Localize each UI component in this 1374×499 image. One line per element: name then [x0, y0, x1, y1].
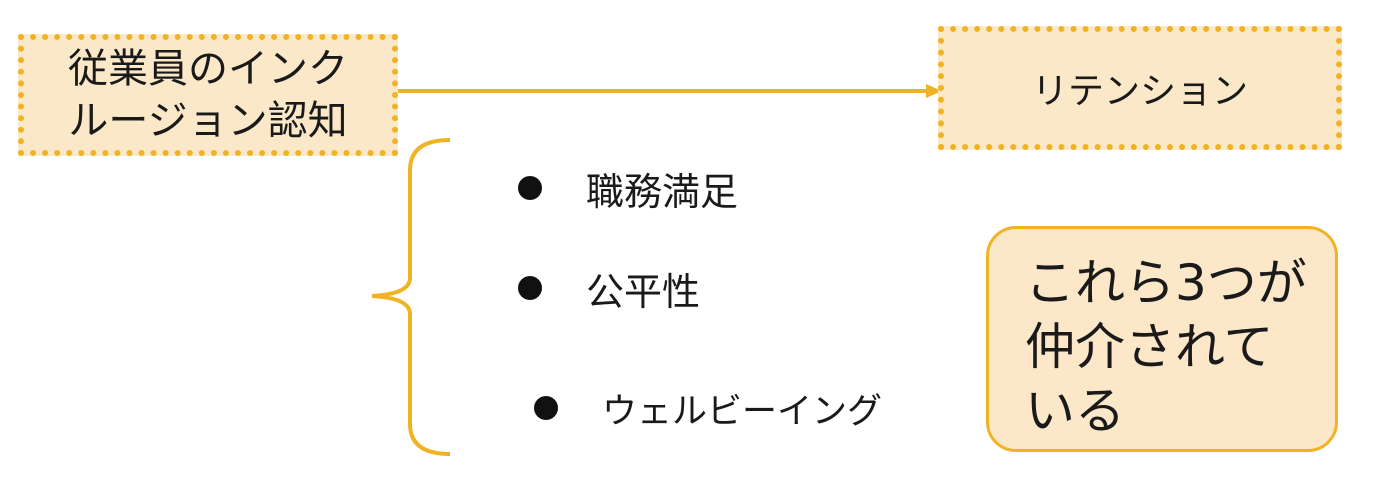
- mediator-label: ウェルビーイング: [602, 391, 883, 432]
- source-box-line-2: ルージョン認知: [68, 98, 348, 144]
- mediator-label: 公平性: [586, 269, 701, 314]
- bullet-icon: [518, 176, 542, 200]
- bullet-icon: [534, 396, 558, 420]
- source-box-line-1: 従業員のインク: [68, 46, 348, 92]
- note-line-1: これら3つが: [1025, 254, 1307, 312]
- mediator-brace: [371, 138, 451, 456]
- mediator-item-fairness: 公平性: [518, 260, 700, 316]
- mediator-item-wellbeing: ウェルビーイング: [534, 380, 882, 436]
- note-line-2: 仲介されて: [1025, 318, 1274, 376]
- note-line-3: いる: [1025, 382, 1125, 440]
- mediator-item-job-satisfaction: 職務満足: [518, 160, 738, 216]
- mediator-label: 職務満足: [586, 169, 739, 214]
- mediation-note-box: これら3つが 仲介されて いる: [986, 226, 1338, 452]
- bullet-icon: [518, 276, 542, 300]
- target-box-retention: リテンション: [938, 26, 1342, 150]
- arrow-head: [926, 84, 942, 98]
- target-box-label: リテンション: [1031, 71, 1248, 112]
- source-box-inclusion-perception: 従業員のインク ルージョン認知: [18, 34, 398, 156]
